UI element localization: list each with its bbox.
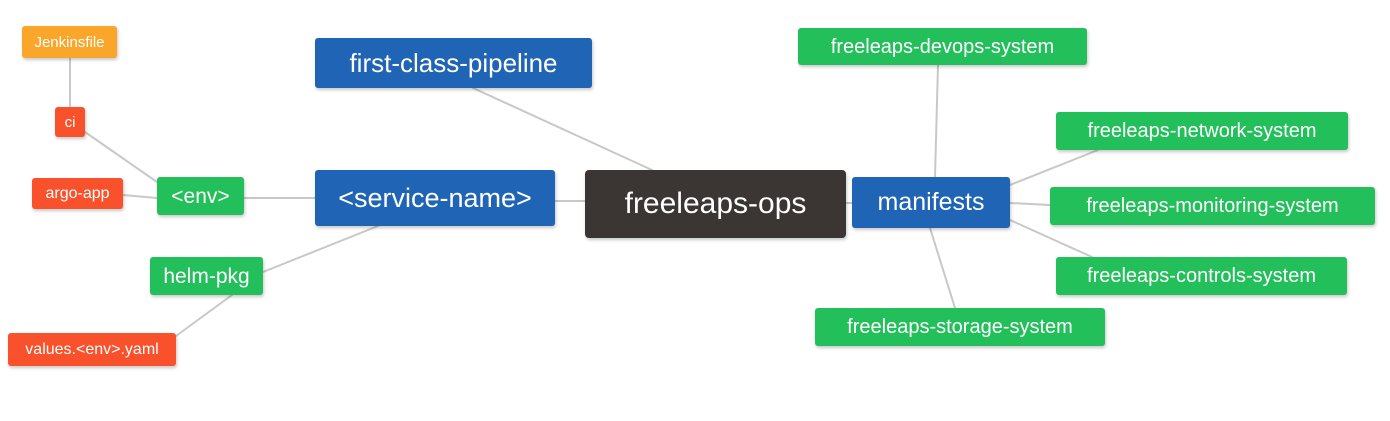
- mindmap-node-env[interactable]: <env>: [157, 177, 244, 215]
- mindmap-node-first-class-pipeline[interactable]: first-class-pipeline: [315, 38, 592, 88]
- edge-manifests-to-freeleaps-devops-system: [934, 64, 939, 178]
- mindmap-node-freeleaps-controls-system[interactable]: freeleaps-controls-system: [1056, 257, 1347, 295]
- edge-values-yaml-to-helm-pkg: [175, 294, 233, 337]
- mindmap-node-freeleaps-devops-system[interactable]: freeleaps-devops-system: [798, 28, 1087, 65]
- edge-helm-pkg-to-service-name: [262, 225, 379, 273]
- mindmap-node-jenkinsfile[interactable]: Jenkinsfile: [22, 26, 117, 58]
- mindmap-node-service-name[interactable]: <service-name>: [315, 170, 555, 226]
- edge-manifests-to-freeleaps-network-system: [1009, 149, 1099, 186]
- mindmap-node-values-yaml[interactable]: values.<env>.yaml: [8, 333, 176, 366]
- mindmap-node-freeleaps-storage-system[interactable]: freeleaps-storage-system: [815, 308, 1105, 346]
- mindmap-node-freeleaps-network-system[interactable]: freeleaps-network-system: [1056, 112, 1348, 150]
- edge-argo-app-to-env: [122, 194, 158, 199]
- mindmap-node-manifests[interactable]: manifests: [852, 177, 1010, 228]
- edge-first-class-pipeline-to-root: [472, 87, 653, 171]
- edge-manifests-to-freeleaps-monitoring-system: [1009, 202, 1051, 206]
- edge-manifests-to-freeleaps-storage-system: [929, 227, 956, 309]
- mindmap-node-argo-app[interactable]: argo-app: [32, 178, 123, 209]
- edge-ci-to-env: [84, 131, 158, 183]
- mindmap-node-ci[interactable]: ci: [55, 107, 85, 137]
- mindmap-node-helm-pkg[interactable]: helm-pkg: [150, 257, 263, 295]
- mindmap-node-root[interactable]: freeleaps-ops: [585, 170, 846, 238]
- edge-manifests-to-freeleaps-controls-system: [1009, 219, 1093, 258]
- mindmap-node-freeleaps-monitoring-system[interactable]: freeleaps-monitoring-system: [1050, 187, 1375, 225]
